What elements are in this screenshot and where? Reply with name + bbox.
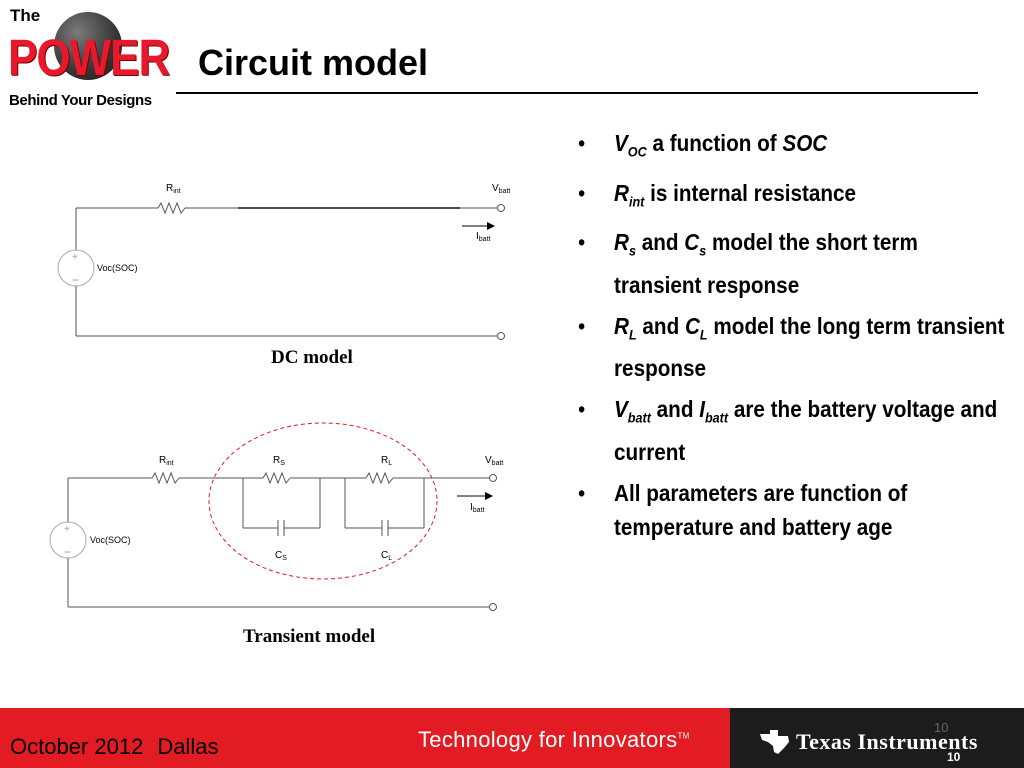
tr-vbatt-label: Vbatt [485,455,503,467]
footer-red-band [0,708,730,768]
bullet-item: Rint is internal resistance [578,176,1010,219]
transient-model-caption: Transient model [243,626,376,647]
tr-cl-label: CL [381,550,392,562]
dc-ibatt-label: Ibatt [476,231,491,243]
tr-cs-label: CS [275,550,287,562]
dc-model-caption: DC model [271,347,353,368]
logo-the: The [10,6,41,25]
title-divider [176,92,978,94]
bullet-item: RL and CL model the long term transient … [578,309,1010,386]
bullet-list: VOC a function of SOC Rint is internal r… [578,126,1004,551]
footer-slogan: Technology for InnovatorsTM [418,727,690,752]
page-number-shadow: 10 [934,720,949,735]
bullet-item: Vbatt and Ibatt are the battery voltage … [578,392,1010,469]
footer-company: Texas Instruments [796,729,978,754]
transient-model-diagram [49,471,497,611]
globe-icon [54,12,122,80]
page-number: 10 [947,750,961,764]
footer-date-location: October 2012 Dallas [10,734,232,760]
bullet-item: Rs and Cs model the short term transient… [578,225,1010,302]
texas-instruments-logo-icon [760,730,789,754]
logo-power: POWER [8,30,170,87]
tr-plus: + [64,524,70,535]
dc-plus: + [72,252,78,263]
tr-source-label: Voc(SOC) [90,535,131,545]
transient-highlight-ellipse [208,422,438,580]
dc-source-label: Voc(SOC) [97,263,138,273]
tr-rint-label: Rint [159,455,174,467]
tr-minus: − [64,545,71,559]
tr-rl-label: RL [381,455,392,467]
slide-title: Circuit model [198,42,429,83]
logo-tagline: Behind Your Designs [9,92,152,109]
footer-bar: October 2012 Dallas Technology for Innova… [0,708,1024,768]
tr-ibatt-label: Ibatt [470,502,485,514]
tr-rs-label: RS [273,455,285,467]
dc-vbatt-label: Vbatt [492,183,510,195]
bullet-item: All parameters are function of temperatu… [578,476,1010,544]
dc-model-diagram: + − Voc(SOC) Rint Vbatt Ibatt [49,183,510,611]
dc-rint-label: Rint [166,183,181,195]
footer-location: Dallas [157,734,219,759]
bullet-item: VOC a function of SOC [578,126,1010,169]
footer-date: October 2012 [10,734,144,759]
dc-minus: − [72,273,79,287]
power-logo: The POWER Behind Your Designs [6,6,170,116]
